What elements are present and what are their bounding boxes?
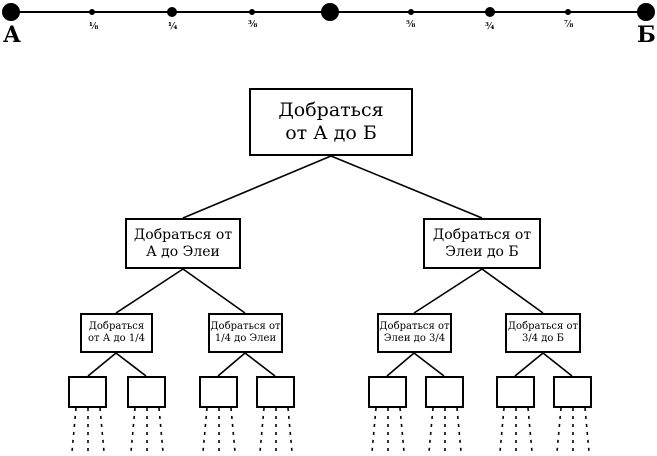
- tick-label-1-4: ¼: [168, 22, 178, 32]
- leaf-node-8: [553, 376, 592, 408]
- continuation-line-18: [456, 407, 462, 453]
- continuation-line-21: [527, 407, 533, 453]
- continuation-line-16: [428, 407, 434, 453]
- continuation-line-24: [584, 407, 590, 453]
- tick-dot-7-8: [565, 9, 571, 15]
- continuation-line-1: [71, 407, 77, 453]
- continuation-line-15: [399, 407, 405, 453]
- point-elea-dot: [321, 3, 339, 21]
- tree-edge-1: [182, 155, 332, 219]
- node-three-quarters-to-b: Добраться от 3/4 до Б: [505, 313, 581, 353]
- point-a-dot: [2, 3, 20, 21]
- tree-edge-3: [115, 268, 184, 314]
- tick-label-3-4: ¾: [485, 22, 495, 32]
- node-elea-to-three-quarters-line-1: Добраться от: [379, 321, 450, 332]
- tick-dot-quarter: [167, 7, 177, 17]
- tree-edge-14: [542, 352, 573, 377]
- tree-edge-13: [514, 352, 544, 377]
- tree-edge-2: [330, 155, 483, 219]
- tree-edge-11: [386, 352, 415, 377]
- continuation-line-9: [230, 407, 236, 453]
- leaf-node-2: [127, 376, 166, 408]
- leaf-node-4: [256, 376, 295, 408]
- leaf-node-3: [199, 376, 238, 408]
- root-node: Добраться от А до Б: [249, 88, 413, 156]
- node-three-quarters-to-b-line-1: Добраться от: [507, 321, 579, 332]
- node-a-to-elea-line-2: А до Элеи: [146, 243, 220, 260]
- node-three-quarters-to-b-line-2: 3/4 до Б: [522, 333, 564, 344]
- point-b-dot: [637, 3, 655, 21]
- tick-dot-three-quarters: [485, 7, 495, 17]
- node-elea-to-b-line-2: Элеи до Б: [445, 243, 519, 260]
- root-node-line-1: Добраться: [278, 99, 384, 122]
- node-a-to-elea-line-1: Добраться от: [133, 226, 233, 243]
- node-a-to-quarter: Добраться от А до 1/4: [80, 313, 153, 353]
- tick-dot-1-8: [89, 9, 95, 15]
- tick-label-1-8: ⅛: [89, 22, 99, 32]
- continuation-line-19: [499, 407, 505, 453]
- tree-edge-5: [413, 268, 483, 314]
- tree-edge-12: [413, 352, 445, 377]
- continuation-line-3: [99, 407, 105, 453]
- tick-label-7-8: ⅞: [564, 20, 574, 30]
- tree-edge-6: [481, 268, 544, 314]
- node-quarter-to-elea-line-1: Добраться от: [210, 321, 281, 332]
- leaf-node-7: [496, 376, 535, 408]
- leaf-node-5: [368, 376, 407, 408]
- tree-edge-8: [115, 352, 147, 377]
- node-a-to-elea: Добраться от А до Элеи: [125, 218, 241, 269]
- tick-label-3-8: ⅜: [248, 20, 258, 30]
- continuation-line-6: [158, 407, 164, 453]
- node-elea-to-three-quarters: Добраться от Элеи до 3/4: [377, 313, 452, 353]
- node-elea-to-b-line-1: Добраться от: [432, 226, 532, 243]
- continuation-line-13: [371, 407, 377, 453]
- node-elea-to-b: Добраться от Элеи до Б: [423, 218, 541, 269]
- tree-edge-7: [87, 352, 117, 377]
- leaf-node-6: [425, 376, 464, 408]
- tick-label-5-8: ⅝: [406, 20, 416, 30]
- tree-edge-9: [217, 352, 246, 377]
- tree-edge-10: [244, 352, 276, 377]
- continuation-line-22: [556, 407, 562, 453]
- node-a-to-quarter-line-1: Добраться: [88, 321, 145, 332]
- continuation-line-10: [259, 407, 265, 453]
- continuation-line-7: [202, 407, 208, 453]
- continuation-line-12: [287, 407, 293, 453]
- node-quarter-to-elea: Добраться от 1/4 до Элеи: [208, 313, 283, 353]
- point-b-label: Б: [637, 22, 656, 48]
- tree-edge-4: [182, 268, 246, 314]
- node-quarter-to-elea-line-2: 1/4 до Элеи: [214, 333, 277, 344]
- tick-dot-5-8: [408, 9, 414, 15]
- node-elea-to-three-quarters-line-2: Элеи до 3/4: [383, 333, 446, 344]
- leaf-node-1: [68, 376, 107, 408]
- node-a-to-quarter-line-2: от А до 1/4: [88, 333, 145, 344]
- root-node-line-2: от А до Б: [285, 122, 377, 144]
- point-a-label: А: [3, 22, 21, 48]
- continuation-line-4: [130, 407, 136, 453]
- tick-dot-3-8: [249, 9, 255, 15]
